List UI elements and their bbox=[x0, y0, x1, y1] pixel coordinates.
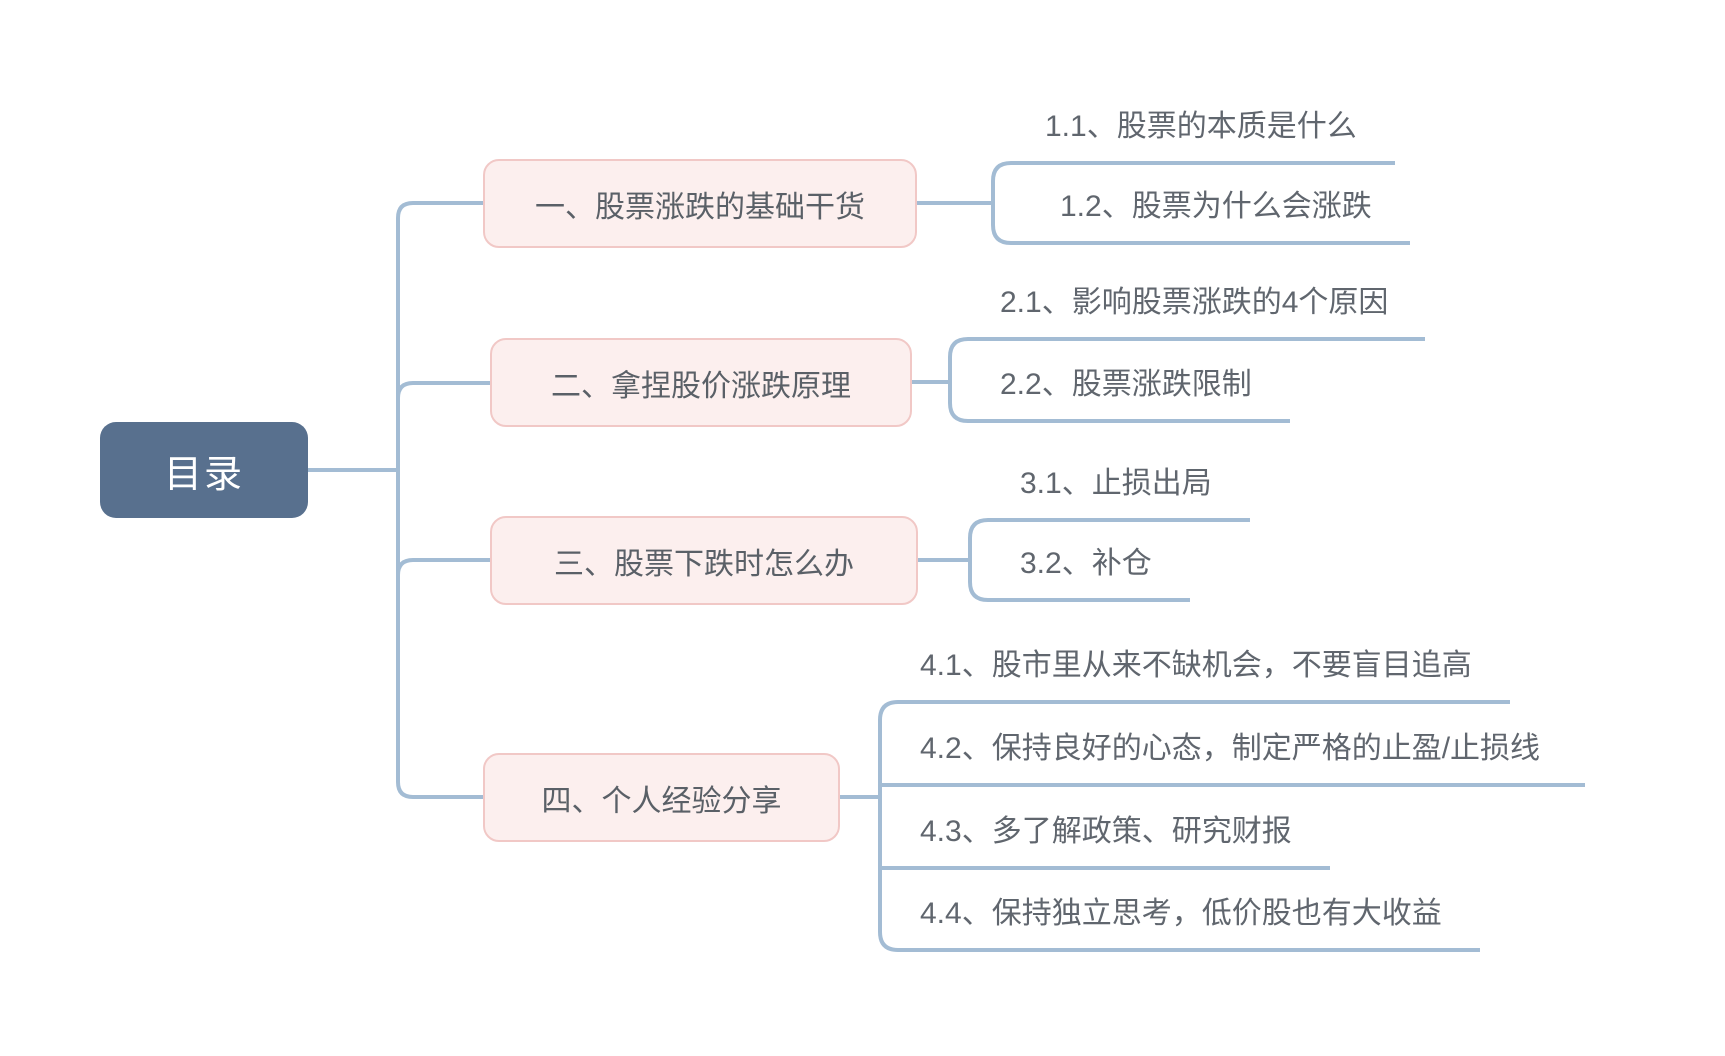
root-topic[interactable]: 目录 bbox=[100, 422, 308, 518]
child-topic-4-1[interactable]: 4.1、股市里从来不缺机会，不要盲目追高 bbox=[920, 649, 1472, 682]
connector-branch2-bracket bbox=[948, 337, 1425, 423]
child-topic-4-2[interactable]: 4.2、保持良好的心态，制定严格的止盈/止损线 bbox=[920, 732, 1541, 765]
child-topic-3-1[interactable]: 3.1、止损出局 bbox=[1020, 467, 1212, 500]
child-topic-4-4[interactable]: 4.4、保持独立思考，低价股也有大收益 bbox=[920, 897, 1442, 930]
branch-topic-2[interactable]: 二、拿捏股价涨跌原理 bbox=[490, 338, 912, 427]
connector-branch2-elbow bbox=[396, 381, 490, 399]
connector-branch3-bracket bbox=[968, 518, 1250, 602]
branch-topic-3[interactable]: 三、股票下跌时怎么办 bbox=[490, 516, 918, 605]
branch-topic-1[interactable]: 一、股票涨跌的基础干货 bbox=[483, 159, 917, 248]
child-topic-3-2[interactable]: 3.2、补仓 bbox=[1020, 547, 1152, 580]
branch-topic-4[interactable]: 四、个人经验分享 bbox=[483, 753, 840, 842]
child-topic-1-2[interactable]: 1.2、股票为什么会涨跌 bbox=[1060, 190, 1372, 223]
child-topic-4-3[interactable]: 4.3、多了解政策、研究财报 bbox=[920, 815, 1292, 848]
child-topic-2-2[interactable]: 2.2、股票涨跌限制 bbox=[1000, 368, 1252, 401]
child-topic-1-1[interactable]: 1.1、股票的本质是什么 bbox=[1045, 110, 1357, 143]
child-topic-2-1[interactable]: 2.1、影响股票涨跌的4个原因 bbox=[1000, 286, 1389, 319]
connector-branch4-bracket bbox=[878, 700, 1510, 952]
connector-spine bbox=[396, 201, 483, 799]
connector-branch1-bracket bbox=[991, 161, 1410, 245]
connector-branch3-elbow bbox=[396, 558, 490, 576]
